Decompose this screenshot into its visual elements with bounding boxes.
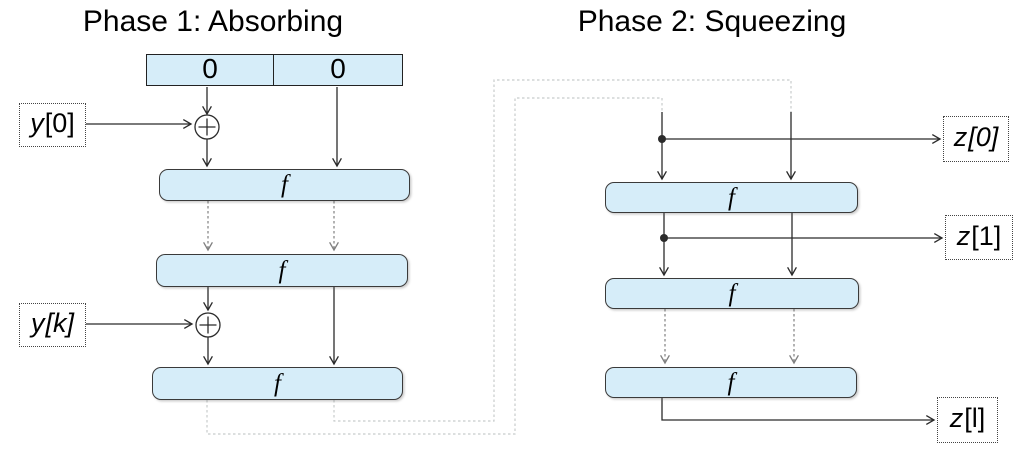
- absorbing-wires: [86, 87, 342, 366]
- z1-index: [1]: [971, 220, 1002, 251]
- register-cell-capacity: 0: [273, 55, 402, 85]
- wrap-wire-right: [333, 79, 792, 422]
- z0-index: [0]: [968, 122, 999, 152]
- f-box-squeeze-2: f: [605, 278, 859, 309]
- yk-index: [k]: [45, 308, 74, 338]
- initial-state-register: 0 0: [146, 54, 403, 86]
- wrap-wire-left: [206, 97, 663, 435]
- input-label-y0: y[0]: [19, 103, 86, 147]
- z1-var: z: [956, 220, 971, 251]
- wrap-wires: [206, 79, 792, 435]
- z0-var: z: [953, 122, 968, 152]
- f-box-squeeze-3: f: [605, 367, 857, 398]
- zl-var: z: [949, 403, 964, 433]
- yk-var: y: [30, 308, 45, 338]
- phase2-title: Phase 2: Squeezing: [577, 5, 847, 38]
- register-cell-rate: 0: [202, 53, 218, 84]
- y0-var: y: [30, 108, 44, 138]
- output-label-z0: z[0]: [943, 116, 1009, 162]
- junction-dot-z1: [660, 234, 668, 242]
- squeezing-wires: [657, 112, 944, 425]
- output-label-z1: z[1]: [945, 215, 1013, 260]
- f-box-absorb-3: f: [152, 367, 403, 400]
- f-box-absorb-1: f: [159, 169, 410, 201]
- zl-index: [l]: [964, 403, 986, 433]
- f-box-squeeze-1: f: [605, 182, 858, 213]
- phase1-title: Phase 1: Absorbing: [82, 5, 344, 38]
- xor-icon-2: [195, 312, 221, 338]
- output-label-zl: z[l]: [937, 397, 998, 443]
- f-box-absorb-2: f: [156, 254, 408, 287]
- junction-dot-z0: [658, 135, 666, 143]
- input-label-yk: y[k]: [19, 303, 86, 347]
- y0-index: [0]: [44, 108, 75, 138]
- xor-icon-1: [194, 114, 220, 140]
